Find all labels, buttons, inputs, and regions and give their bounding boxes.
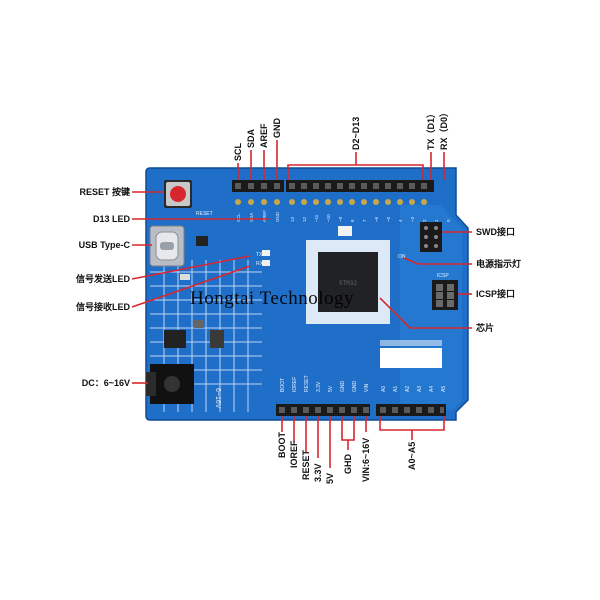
power-pin-silk-label: 3.3V bbox=[316, 381, 322, 392]
top-pin-silk-label: AREF bbox=[262, 210, 267, 222]
analog-pin-silk-label: A3 bbox=[417, 386, 423, 392]
label-ghd: GHD bbox=[343, 454, 353, 474]
top-header bbox=[232, 180, 434, 192]
power-pin-silk-label: IOREF bbox=[292, 377, 298, 392]
label-sda: SDA bbox=[246, 128, 256, 148]
power-pin-silk-label: BOOT bbox=[280, 378, 286, 392]
label-a0-a5: A0~A5 bbox=[407, 441, 417, 470]
label-rx-d0: RX（D0） bbox=[439, 107, 449, 150]
svg-text:RX: RX bbox=[256, 261, 264, 267]
main-chip: STM32 bbox=[306, 240, 390, 324]
top-pin-silk-label: SDA bbox=[249, 213, 254, 222]
annotation-lines bbox=[131, 140, 472, 468]
top-pin-silk-label: GND bbox=[275, 211, 280, 222]
icsp-header bbox=[432, 280, 458, 310]
label-swd: SWD接口 bbox=[476, 227, 515, 237]
analog-pin-silk: A0 A1 A2 A3 A4 A5 bbox=[381, 386, 447, 392]
label-tx-led: 信号发送LED bbox=[75, 274, 130, 284]
top-pin-silk-label: ~3 bbox=[410, 216, 415, 222]
reset-button-graphic bbox=[164, 180, 192, 208]
power-pin-silk-label: RESET bbox=[304, 375, 310, 392]
top-pin-silk-label: SCL bbox=[236, 213, 241, 222]
label-3v3: 3.3V bbox=[313, 463, 323, 482]
analog-pin-silk-label: A4 bbox=[429, 386, 435, 392]
board-silk-text: ICSP ON TX RX RESET bbox=[196, 211, 449, 279]
power-pin-silk: BOOT IOREF RESET 3.3V 5V GND GND VIN bbox=[280, 375, 370, 392]
top-pin-silk-label: 8 bbox=[350, 219, 355, 222]
label-tx-d1: TX（D1） bbox=[426, 108, 436, 150]
analog-pin-silk-label: A5 bbox=[441, 386, 447, 392]
label-chip: 芯片 bbox=[476, 323, 495, 333]
top-pin-silk-label: ~9 bbox=[338, 216, 343, 222]
label-5v: 5V bbox=[325, 472, 335, 484]
power-pin-silk-label: GND bbox=[340, 381, 346, 393]
analog-pin-silk-label: A2 bbox=[405, 386, 411, 392]
label-dc-input: DC：6~16V bbox=[81, 378, 130, 388]
top-pin-silk-label: 12 bbox=[302, 216, 307, 222]
label-gnd: GND bbox=[272, 118, 282, 138]
silk-label-block bbox=[380, 348, 442, 368]
label-vin: VIN:6~16V bbox=[361, 437, 371, 482]
top-pin-silk-label: 7 bbox=[362, 219, 367, 222]
top-pads bbox=[235, 199, 427, 205]
top-pin-silk-label: 2 bbox=[422, 219, 427, 222]
svg-text:TX: TX bbox=[256, 252, 263, 258]
power-pin-silk-label: GND bbox=[352, 381, 358, 393]
dc-jack bbox=[146, 364, 194, 404]
top-pin-silk-label: 0 bbox=[446, 219, 451, 222]
label-aref: AREF bbox=[259, 123, 269, 149]
label-d2-d13: D2~D13 bbox=[351, 116, 361, 150]
label-d13-led: D13 LED bbox=[92, 214, 130, 224]
label-usb-type-c: USB Type-C bbox=[78, 240, 130, 250]
dc-range-silk: 6~16V bbox=[214, 388, 221, 409]
watermark: Hongtai Technology bbox=[190, 288, 355, 309]
top-pin-silk-label: ~6 bbox=[374, 216, 379, 222]
svg-text:RESET: RESET bbox=[196, 211, 213, 217]
label-power-led: 电源指示灯 bbox=[476, 259, 522, 269]
analog-pin-silk-label: A0 bbox=[381, 386, 387, 392]
svg-text:STM32: STM32 bbox=[339, 280, 357, 287]
label-ioref: IOREF bbox=[289, 440, 299, 468]
bottom-headers bbox=[276, 404, 446, 416]
label-icsp: ICSP接口 bbox=[476, 289, 516, 299]
top-pin-silk-label: ~5 bbox=[386, 216, 391, 222]
label-scl: SCL bbox=[233, 143, 243, 161]
power-pin-silk-label: VIN bbox=[364, 383, 370, 392]
power-pin-silk-label: 5V bbox=[328, 385, 334, 392]
label-boot: BOOT bbox=[277, 432, 287, 458]
analog-pin-silk-label: A1 bbox=[393, 386, 399, 392]
label-reset-button: RESET 按键 bbox=[79, 187, 130, 197]
swd-header bbox=[420, 222, 442, 252]
top-pin-silk-label: 4 bbox=[398, 219, 403, 222]
label-rx-led: 信号接收LED bbox=[75, 302, 130, 312]
usb-c-connector bbox=[149, 225, 185, 267]
top-pin-silk-label: ~11 bbox=[314, 214, 319, 222]
top-pin-silk: SCL SDA AREF GND 13 12 ~11 ~10 ~9 8 7 ~6 ~5 4 ~3 2 1 0 bbox=[236, 210, 451, 222]
label-reset-pin: RESET bbox=[301, 449, 311, 480]
svg-text:ICSP: ICSP bbox=[437, 273, 449, 279]
top-pin-silk-label: 1 bbox=[434, 219, 439, 222]
top-pin-silk-label: 13 bbox=[290, 216, 295, 222]
svg-text:ON: ON bbox=[398, 254, 406, 260]
top-pin-silk-label: ~10 bbox=[326, 214, 331, 222]
